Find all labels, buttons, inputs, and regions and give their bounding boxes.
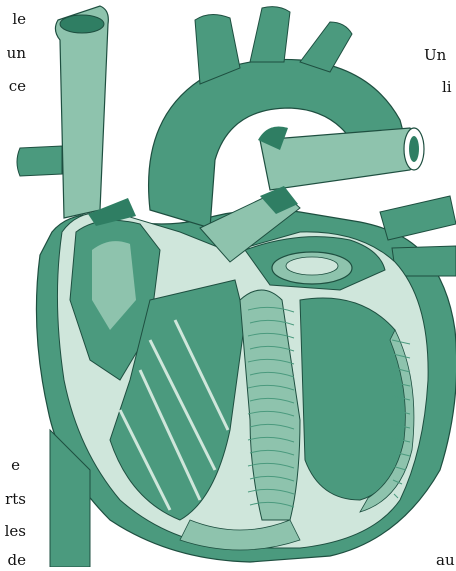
- pulmonary-vein-right-upper: [380, 196, 456, 240]
- left-carotid-artery: [250, 7, 290, 62]
- text-fragment-left-6: les: [0, 522, 26, 540]
- left-ventricle: [300, 298, 408, 500]
- text-fragment-left-5: rts: [0, 490, 26, 508]
- text-fragment-left-2: un: [4, 44, 26, 62]
- text-fragment-right-3: au: [436, 551, 455, 569]
- text-fragment-left-7: de: [0, 551, 26, 569]
- text-fragment-right-1: Un: [424, 46, 446, 64]
- superior-vena-cava: [55, 6, 108, 218]
- vena-cava-opening: [60, 15, 104, 33]
- pulmonary-artery-lumen: [409, 136, 419, 162]
- pulmonary-vein-left: [17, 146, 62, 176]
- text-fragment-left-4: e: [0, 456, 20, 474]
- left-subclavian-artery: [300, 22, 352, 72]
- text-fragment-left-3: ce: [4, 77, 26, 95]
- text-fragment-right-2: li: [442, 78, 452, 96]
- text-fragment-left-1: le: [4, 10, 26, 28]
- mitral-valve-inner: [286, 257, 338, 275]
